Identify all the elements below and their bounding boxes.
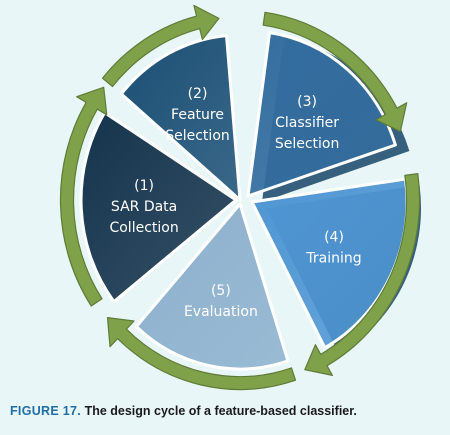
segment-number: (1): [134, 178, 154, 194]
segment-label: Collection: [109, 220, 178, 236]
cycle-arrow: [304, 173, 421, 376]
cycle-segment: [79, 111, 238, 304]
figure-label: FIGURE 17.: [10, 404, 82, 418]
segment-label: SAR Data: [111, 199, 177, 215]
figure-caption: FIGURE 17. The design cycle of a feature…: [10, 404, 442, 418]
segment-label: Selection: [165, 128, 230, 144]
segment-label: Evaluation: [184, 304, 258, 320]
segment-label: Selection: [275, 136, 340, 152]
segment-label: Training: [305, 251, 361, 267]
cycle-segment: [246, 31, 397, 198]
cycle-segment: [134, 202, 290, 371]
segment-number: (4): [324, 230, 344, 246]
segment-label: Feature: [171, 107, 224, 123]
cycle-arrow: [106, 317, 297, 391]
segment-number: (3): [297, 94, 317, 110]
segment-number: (5): [211, 283, 231, 299]
segment-label: Classifier: [275, 115, 339, 131]
cycle-arrow: [59, 86, 108, 307]
cycle-arrow: [262, 11, 408, 132]
cycle-arrow: [101, 4, 220, 88]
figure-caption-text: The design cycle of a feature-based clas…: [84, 404, 357, 418]
cycle-segment: [119, 34, 242, 202]
segment-number: (2): [188, 86, 208, 102]
